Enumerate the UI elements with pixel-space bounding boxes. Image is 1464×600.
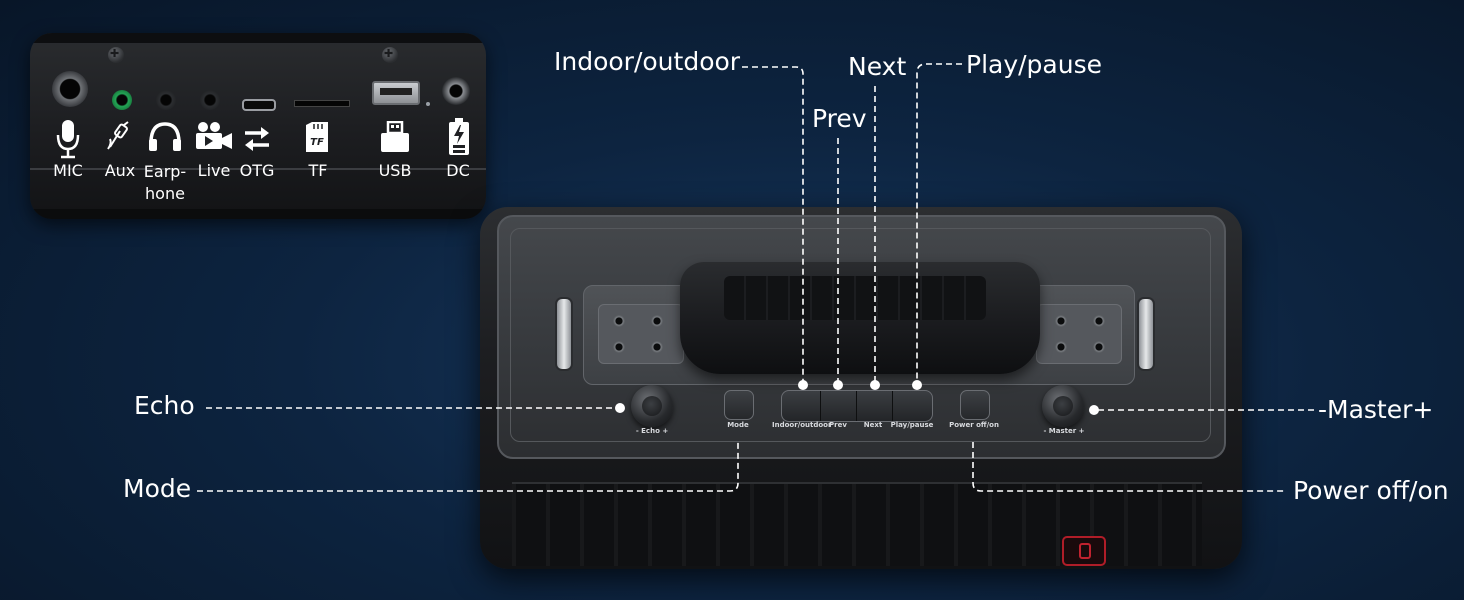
echo-knob[interactable] (631, 385, 673, 427)
callout-echo: Echo (134, 391, 195, 420)
usb-port (372, 81, 420, 105)
bolt (651, 315, 663, 327)
mode-button[interactable] (724, 390, 754, 420)
power-button[interactable] (960, 390, 990, 420)
bolt (1055, 315, 1067, 327)
earphone-jack (156, 90, 176, 110)
mic-jack (52, 71, 88, 107)
mode-leader (197, 442, 739, 492)
master-volume-knob[interactable] (1042, 385, 1084, 427)
callout-next: Next (848, 52, 907, 81)
callout-indoor-outdoor: Indoor/outdoor (554, 47, 741, 76)
otg-port (242, 99, 276, 111)
button-divider (820, 391, 821, 421)
usb-stick-icon (381, 121, 409, 152)
callout-mode: Mode (123, 474, 192, 503)
master-dot (1089, 405, 1099, 415)
power-button-label: Power off/on (949, 421, 999, 429)
port-label-otg: OTG (239, 161, 275, 180)
swap-arrows-icon (245, 127, 269, 151)
bolt (1093, 341, 1105, 353)
indoor-outdoor-dot (798, 380, 808, 390)
tf-card-icon: TF (306, 122, 328, 152)
callout-prev: Prev (812, 104, 867, 133)
bolt (1093, 315, 1105, 327)
strap-loop-right (1137, 297, 1155, 371)
panel-divider (30, 168, 486, 170)
headphones-icon (149, 122, 181, 151)
panel-bottom-slots (30, 209, 486, 219)
tf-card-slot (294, 100, 350, 107)
master-knob-label: - Master + (1043, 427, 1085, 435)
handle-grip (724, 276, 986, 320)
play-pause-button-label: Play/pause (890, 421, 934, 429)
play-pause-leader (916, 63, 962, 383)
mode-button-label: Mode (727, 421, 749, 429)
port-label-mic: MIC (53, 161, 83, 180)
playback-button-strip (781, 390, 933, 422)
top-plate-trim (510, 228, 1211, 442)
power-leader (972, 442, 1286, 492)
panel-top-edge (30, 33, 486, 43)
dc-jack (442, 77, 470, 105)
indoor-outdoor-button-label: Indoor/outdoor (772, 421, 832, 429)
button-divider (856, 391, 857, 421)
next-dot (870, 380, 880, 390)
live-jack (200, 90, 220, 110)
strap-loop-left (555, 297, 573, 371)
tf-card-icon-text: TF (310, 137, 324, 148)
callout-master: -Master+ (1318, 395, 1434, 424)
prev-dot (833, 380, 843, 390)
handle-mount-left (598, 304, 684, 364)
callout-play-pause: Play/pause (966, 50, 1102, 79)
aux-jack (112, 90, 132, 110)
bolt (613, 341, 625, 353)
screw (108, 47, 124, 63)
indoor-outdoor-leader (742, 66, 804, 383)
screw (382, 47, 398, 63)
indicator-dot (426, 102, 430, 106)
handle-mount-right (1036, 304, 1122, 364)
port-panel: TF MIC Aux Earp- hone Live OTG TF USB DC (30, 33, 486, 219)
callout-power: Power off/on (1293, 476, 1449, 505)
port-label-tf: TF (308, 161, 328, 180)
port-label-usb: USB (378, 161, 412, 180)
aux-cable-icon (107, 121, 129, 150)
echo-dot (615, 403, 625, 413)
brand-logo (1062, 536, 1106, 566)
port-label-live: Live (197, 161, 231, 180)
battery-charging-icon (449, 118, 469, 155)
bolt (613, 315, 625, 327)
port-label-earphone: Earp- hone (143, 162, 187, 203)
echo-knob-label: - Echo + (635, 427, 669, 435)
video-camera-icon (196, 122, 232, 149)
port-label-aux: Aux (104, 161, 136, 180)
button-divider (892, 391, 893, 421)
microphone-icon (56, 120, 80, 159)
prev-button-label: Prev (829, 421, 847, 429)
bolt (1055, 341, 1067, 353)
play-pause-dot (912, 380, 922, 390)
port-label-dc: DC (446, 161, 470, 180)
next-button-label: Next (863, 421, 883, 429)
bolt (651, 341, 663, 353)
